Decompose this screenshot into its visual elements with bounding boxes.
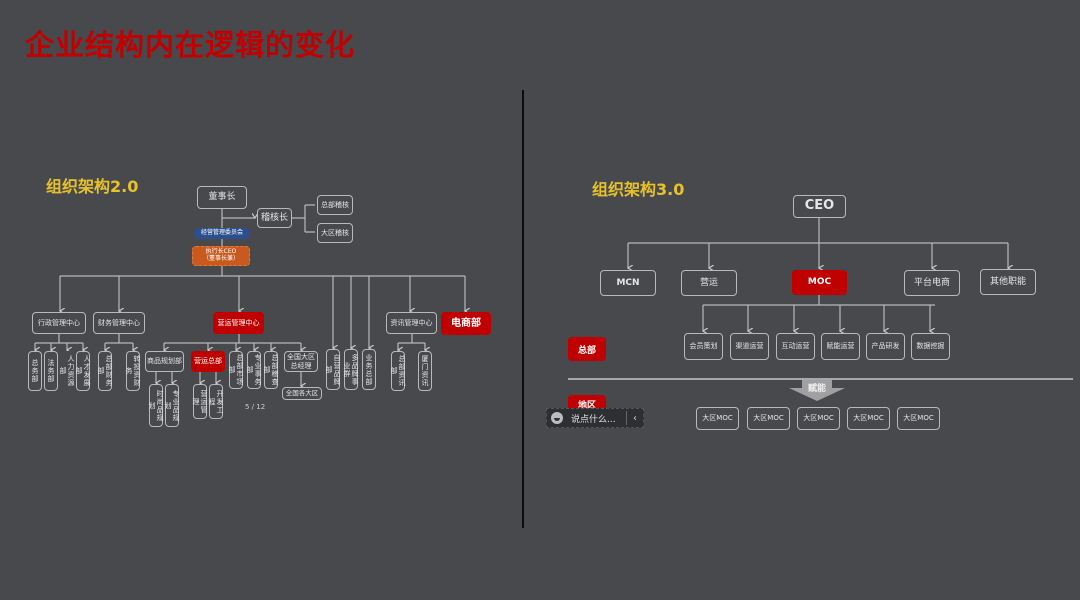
- empower-label: 赋能: [807, 384, 826, 394]
- node-v3-platform-ecommerce: 平台电商: [904, 270, 960, 296]
- comment-input[interactable]: 说点什么...: [571, 414, 616, 425]
- node-regional-moc: 大区MOC: [847, 407, 890, 430]
- node-audit-region: 大区稽核: [317, 223, 353, 243]
- node-standalone-dept: 业务总部: [362, 349, 376, 390]
- line-auditor-branches: [292, 204, 315, 233]
- node-v3-ceo: CEO: [793, 195, 846, 218]
- node-moc-child: 赋能运营: [821, 333, 860, 360]
- node-moc-child: 会员策划: [684, 333, 723, 360]
- node-moc-child: 渠道运营: [730, 333, 769, 360]
- node-v3-moc: MOC: [792, 270, 847, 295]
- node-audit-hq: 总部稽核: [317, 195, 353, 215]
- org-v2-heading: 组织架构2.0: [46, 177, 139, 196]
- node-inspect-dept: 总部稽查部: [263, 351, 279, 389]
- comment-separator: [626, 411, 627, 425]
- node-merch-sub: 专业品规划: [164, 384, 180, 427]
- node-committee: 经营管理委员会: [194, 228, 250, 239]
- node-chief-auditor: 稽核长: [257, 208, 292, 228]
- node-finance-dept: 总部财务部: [97, 351, 113, 391]
- node-all-regions: 全国各大区: [282, 387, 322, 400]
- node-v3-mcn: MCN: [600, 270, 656, 296]
- chevron-left-icon[interactable]: ‹: [633, 412, 637, 424]
- node-admin-center: 行政管理中心: [32, 312, 86, 334]
- node-standalone-dept: 多品牌事业群: [343, 349, 359, 390]
- node-v3-ops: 营运: [681, 270, 737, 296]
- node-regional-moc: 大区MOC: [897, 407, 940, 430]
- node-ops-sub: 营运管理: [192, 384, 208, 419]
- node-regional-moc: 大区MOC: [747, 407, 790, 430]
- node-ops-sub: 开发工程: [208, 384, 224, 419]
- node-info-dept: 厦门资讯: [418, 351, 432, 391]
- empower-arrow-icon: [789, 380, 845, 401]
- hq-tag: 总部: [568, 337, 606, 361]
- node-admin-dept: 人才发展部: [75, 351, 91, 391]
- node-region-gm: 全国大区总经理: [284, 351, 318, 372]
- node-ecommerce: 电商部: [441, 312, 491, 335]
- node-admin-dept: 总务部: [28, 351, 42, 391]
- org-v3-heading: 组织架构3.0: [592, 180, 685, 199]
- hq-region-divider: [568, 378, 1073, 380]
- slide-title: 企业结构内在逻辑的变化: [25, 28, 356, 62]
- node-regional-moc: 大区MOC: [696, 407, 739, 430]
- node-regional-moc: 大区MOC: [797, 407, 840, 430]
- node-merch-sub: 时尚品规划: [148, 384, 164, 427]
- node-market-dept: 总部市场部: [228, 351, 244, 389]
- smiley-icon[interactable]: [551, 412, 563, 424]
- node-info-center: 资讯管理中心: [386, 312, 437, 334]
- node-ceo: 执行长CEO （董事长兼）: [192, 246, 250, 266]
- node-standalone-dept: 自营品牌部: [325, 349, 341, 390]
- vertical-divider: [522, 90, 524, 528]
- node-moc-child: 互动运营: [776, 333, 815, 360]
- node-v3-other: 其他职能: [980, 269, 1036, 295]
- node-chairman: 董事长: [197, 186, 247, 209]
- node-finance-center: 财务管理中心: [93, 312, 145, 334]
- node-info-dept: 总部资讯部: [390, 351, 406, 391]
- node-admin-dept: 法务部: [44, 351, 58, 391]
- node-admin-dept: 人力资源部: [59, 351, 75, 391]
- node-pro-dept: 专业事务部: [246, 351, 262, 389]
- node-operations-center: 营运管理中心: [213, 312, 264, 334]
- node-merch-planning: 商品规划部: [145, 351, 184, 372]
- node-finance-dept: 转投资财务: [125, 351, 141, 391]
- comment-widget[interactable]: 说点什么... ‹: [546, 408, 644, 428]
- node-moc-child: 产品研发: [866, 333, 905, 360]
- node-moc-child: 数据挖掘: [911, 333, 950, 360]
- page-indicator: 5 / 12: [245, 403, 266, 411]
- node-ops-hq: 营运总部: [191, 351, 225, 372]
